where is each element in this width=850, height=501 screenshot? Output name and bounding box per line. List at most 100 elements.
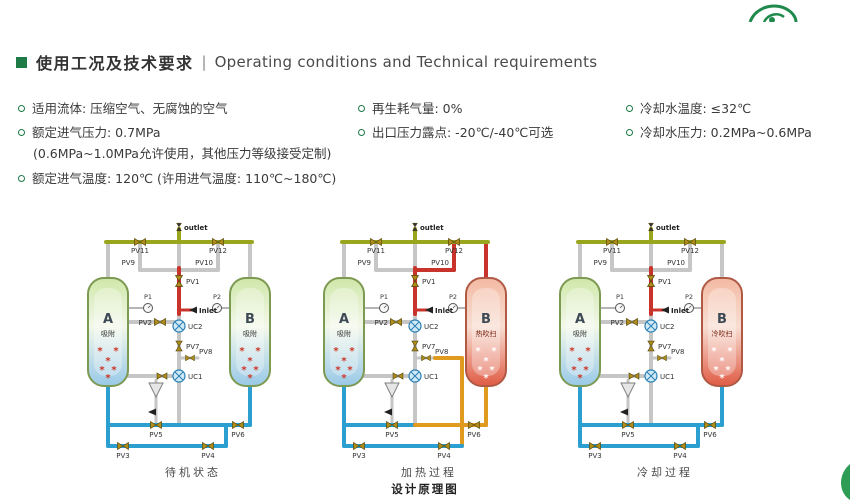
valve-pv4-icon	[674, 441, 686, 451]
tower-label: 吸附	[337, 329, 351, 338]
valve-pv11-icon	[370, 237, 382, 247]
label: PV5	[149, 431, 162, 439]
heat-exchanger-uc2-icon	[172, 319, 186, 333]
spark-icon: *	[585, 346, 591, 357]
spark-icon: *	[727, 346, 733, 357]
valve-pv12-icon	[448, 237, 460, 247]
heat-exchanger-uc1-icon	[172, 369, 186, 383]
spec-bullet-icon	[18, 129, 25, 136]
tower-b: B 吸附 ******	[229, 277, 271, 387]
inlet-label: Inlet	[671, 307, 690, 315]
label: P2	[213, 293, 221, 301]
valve-pv6-icon	[232, 420, 244, 430]
spark-icon: *	[333, 346, 339, 357]
pressure-gauge-p1-icon	[379, 303, 389, 313]
tower-label: 冷吹扫	[712, 329, 733, 338]
valve-pv11-icon	[606, 237, 618, 247]
spark-icon: *	[99, 365, 105, 376]
label: PV1	[422, 278, 435, 286]
valve-pv5-icon	[622, 420, 634, 430]
spark-icon: *	[569, 346, 575, 357]
filter-icon	[384, 382, 400, 416]
valve-pv4-icon	[438, 441, 450, 451]
valve-pv1-icon	[410, 275, 420, 287]
spark-icon: *	[583, 365, 589, 376]
label: PV12	[445, 247, 463, 255]
spark-icon: *	[491, 346, 497, 357]
pressure-gauge-p1-icon	[143, 303, 153, 313]
spark-icon: *	[349, 346, 355, 357]
heading-bullet-icon	[16, 56, 27, 68]
inlet-label: Inlet	[435, 307, 454, 315]
valve-pv5-icon	[150, 420, 162, 430]
valve-pv2-icon	[154, 317, 166, 327]
valve-pv8-icon	[657, 354, 667, 362]
spark-icon: *	[247, 373, 253, 384]
diagram-caption: 待机状态	[165, 466, 221, 479]
section-heading: 使用工况及技术要求 | Operating conditions and Tec…	[16, 50, 597, 74]
label: PV5	[621, 431, 634, 439]
tower-b: B 冷吹扫 ******	[701, 277, 743, 387]
label: PV8	[671, 348, 684, 356]
tower-label: 热吹扫	[476, 329, 497, 338]
label: PV11	[603, 247, 621, 255]
corner-graphic	[841, 464, 850, 500]
label: PV5	[385, 431, 398, 439]
spec-column-3: 冷却水温度: ≤32℃ 冷却水压力: 0.2MPa~0.6MPa	[626, 101, 841, 149]
valve-uc1-icon	[156, 372, 168, 380]
filter-icon	[148, 382, 164, 416]
spec-item-cooling-water-temp: 冷却水温度: ≤32℃	[626, 101, 841, 117]
label: PV9	[594, 259, 607, 267]
spark-icon: *	[713, 365, 719, 376]
spec-text: 额定进气压力: 0.7MPa	[32, 125, 161, 140]
spec-bullet-icon	[626, 105, 633, 112]
spark-icon: *	[571, 365, 577, 376]
label: PV7	[658, 343, 671, 351]
heat-exchanger-uc2-icon	[408, 319, 422, 333]
diagram-caption: 冷却过程	[637, 466, 693, 479]
spark-icon: *	[111, 365, 117, 376]
label: UC2	[660, 323, 674, 331]
spec-item-fluid: 适用流体: 压缩空气、无腐蚀的空气	[18, 101, 358, 117]
spark-icon: *	[341, 373, 347, 384]
label: PV8	[199, 348, 212, 356]
spark-icon: *	[255, 346, 261, 357]
label: PV9	[122, 259, 135, 267]
label: PV6	[467, 431, 481, 439]
label: PV11	[367, 247, 385, 255]
label: P1	[144, 293, 152, 301]
spark-icon: *	[105, 373, 111, 384]
spark-icon: *	[477, 365, 483, 376]
label: PV2	[611, 319, 624, 327]
spark-icon: *	[719, 373, 725, 384]
label: UC1	[188, 373, 202, 381]
spec-column-2: 再生耗气量: 0% 出口压力露点: -20℃/-40℃可选	[358, 101, 623, 149]
tower-letter: B	[481, 312, 491, 327]
label: PV10	[667, 259, 685, 267]
tower-a: A 吸附 ******	[87, 277, 129, 387]
valve-pv8-icon	[421, 354, 431, 362]
label: PV10	[195, 259, 213, 267]
spec-text: 适用流体: 压缩空气、无腐蚀的空气	[32, 101, 228, 116]
spark-icon: *	[711, 346, 717, 357]
spark-icon: *	[489, 365, 495, 376]
section-title-zh: 使用工况及技术要求	[36, 54, 194, 73]
diagram-caption: 加热过程	[401, 466, 457, 479]
valve-uc1-icon	[628, 372, 640, 380]
spark-icon: *	[483, 356, 489, 367]
valve-outlet-icon	[648, 222, 654, 232]
spec-bullet-icon	[18, 175, 25, 182]
valve-pv7-icon	[647, 340, 655, 352]
tower-label: 吸附	[243, 329, 257, 338]
label: PV1	[658, 278, 671, 286]
label: PV12	[209, 247, 227, 255]
spec-text: 冷却水压力: 0.2MPa~0.6MPa	[640, 125, 812, 140]
label: P2	[449, 293, 457, 301]
pressure-gauge-p2-icon	[684, 303, 694, 313]
